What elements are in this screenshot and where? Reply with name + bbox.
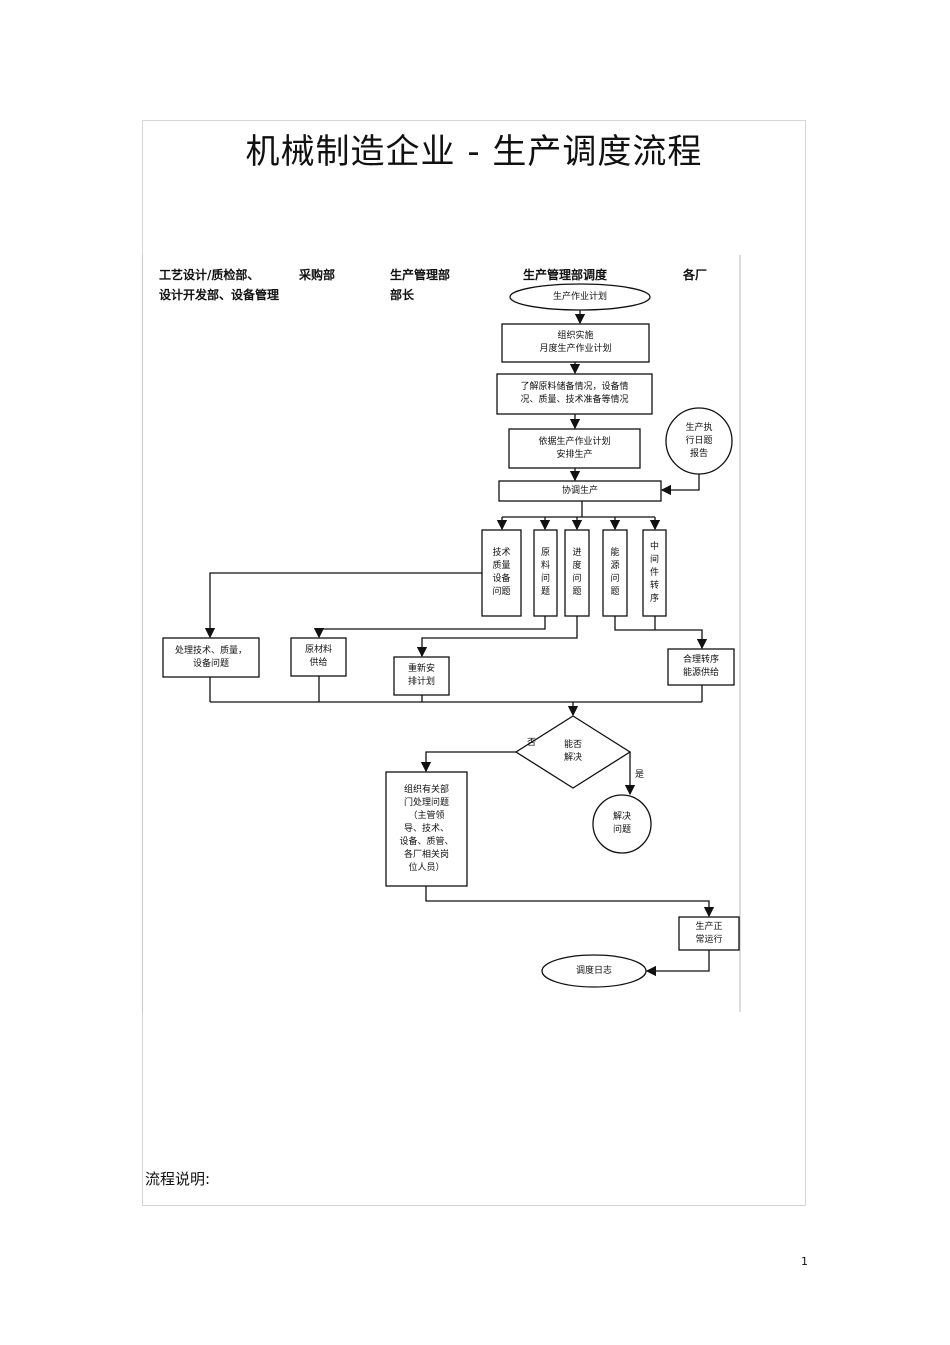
organize-depts-label: 组织有关部 门处理问题 （主管领 导、技术、 设备、质管、 各厂相关岗 位人员） (399, 784, 454, 873)
lane-header-factories: 各厂 (683, 268, 708, 282)
process-notes-label: 流程说明: (145, 1170, 211, 1188)
issue-tech-label: 技术 质量 设备 问题 (492, 548, 511, 597)
box-issue-progress (564, 529, 590, 617)
box-handle-tech (162, 637, 260, 678)
page-title: 机械制造企业 - 生产调度流程 (245, 132, 703, 172)
solved-label: 解决 问题 (612, 812, 631, 835)
lane-header-design: 工艺设计/质检部、 设计开发部、设备管理 (159, 268, 280, 302)
lane-header-production-head: 生产管理部 部长 (390, 268, 451, 302)
diamond-decision (514, 715, 632, 789)
arrange-label: 依据生产作业计划 安排生产 (538, 436, 611, 460)
flowchart-lines (142, 255, 741, 1012)
decision-label: 能否 解决 (563, 740, 582, 763)
yes-label: 是 (635, 770, 645, 780)
normal-label: 生产正 常运行 (695, 921, 723, 945)
issue-progress-label: 进 度 问 题 (572, 548, 582, 597)
report-label: 生产执 行日题 报告 (685, 422, 713, 459)
start-label: 生产作业计划 (552, 291, 607, 302)
no-label: 否 (527, 738, 537, 748)
replan-label: 重新安 排计划 (407, 664, 435, 687)
box-issue-energy (602, 529, 628, 617)
organize-label: 组织实施 月度生产作业计划 (539, 331, 612, 354)
circle-solved (592, 794, 652, 854)
box-organize (501, 323, 650, 363)
page-number: 1 (801, 1255, 808, 1268)
coordinate-label: 协调生产 (561, 485, 598, 496)
issue-transfer-label: 中 间 件 转 序 (649, 541, 659, 604)
box-issue-tech (481, 529, 522, 617)
issue-energy-label: 能 源 问 题 (610, 548, 620, 597)
box-arrange (508, 428, 641, 469)
issue-material-label: 原 料 问 题 (540, 548, 550, 597)
supply-material-label: 原材料 供给 (304, 645, 332, 668)
lane-header-purchasing: 采购部 (299, 268, 336, 282)
flowchart: 工艺设计/质检部、 设计开发部、设备管理 采购部 生产管理部 部长 生产管理部调… (142, 255, 742, 1012)
lane-header-dispatch: 生产管理部调度 (523, 268, 608, 282)
handle-tech-label: 处理技术、质量， 设备问题 (174, 645, 247, 669)
understand-label: 了解原料储备情况，设备情 况、质量、技术准备等情况 (520, 382, 629, 405)
box-supply-material (290, 637, 347, 677)
end-label: 调度日志 (575, 965, 612, 976)
reasonable-transfer-label: 合理转序 能源供给 (682, 655, 719, 678)
